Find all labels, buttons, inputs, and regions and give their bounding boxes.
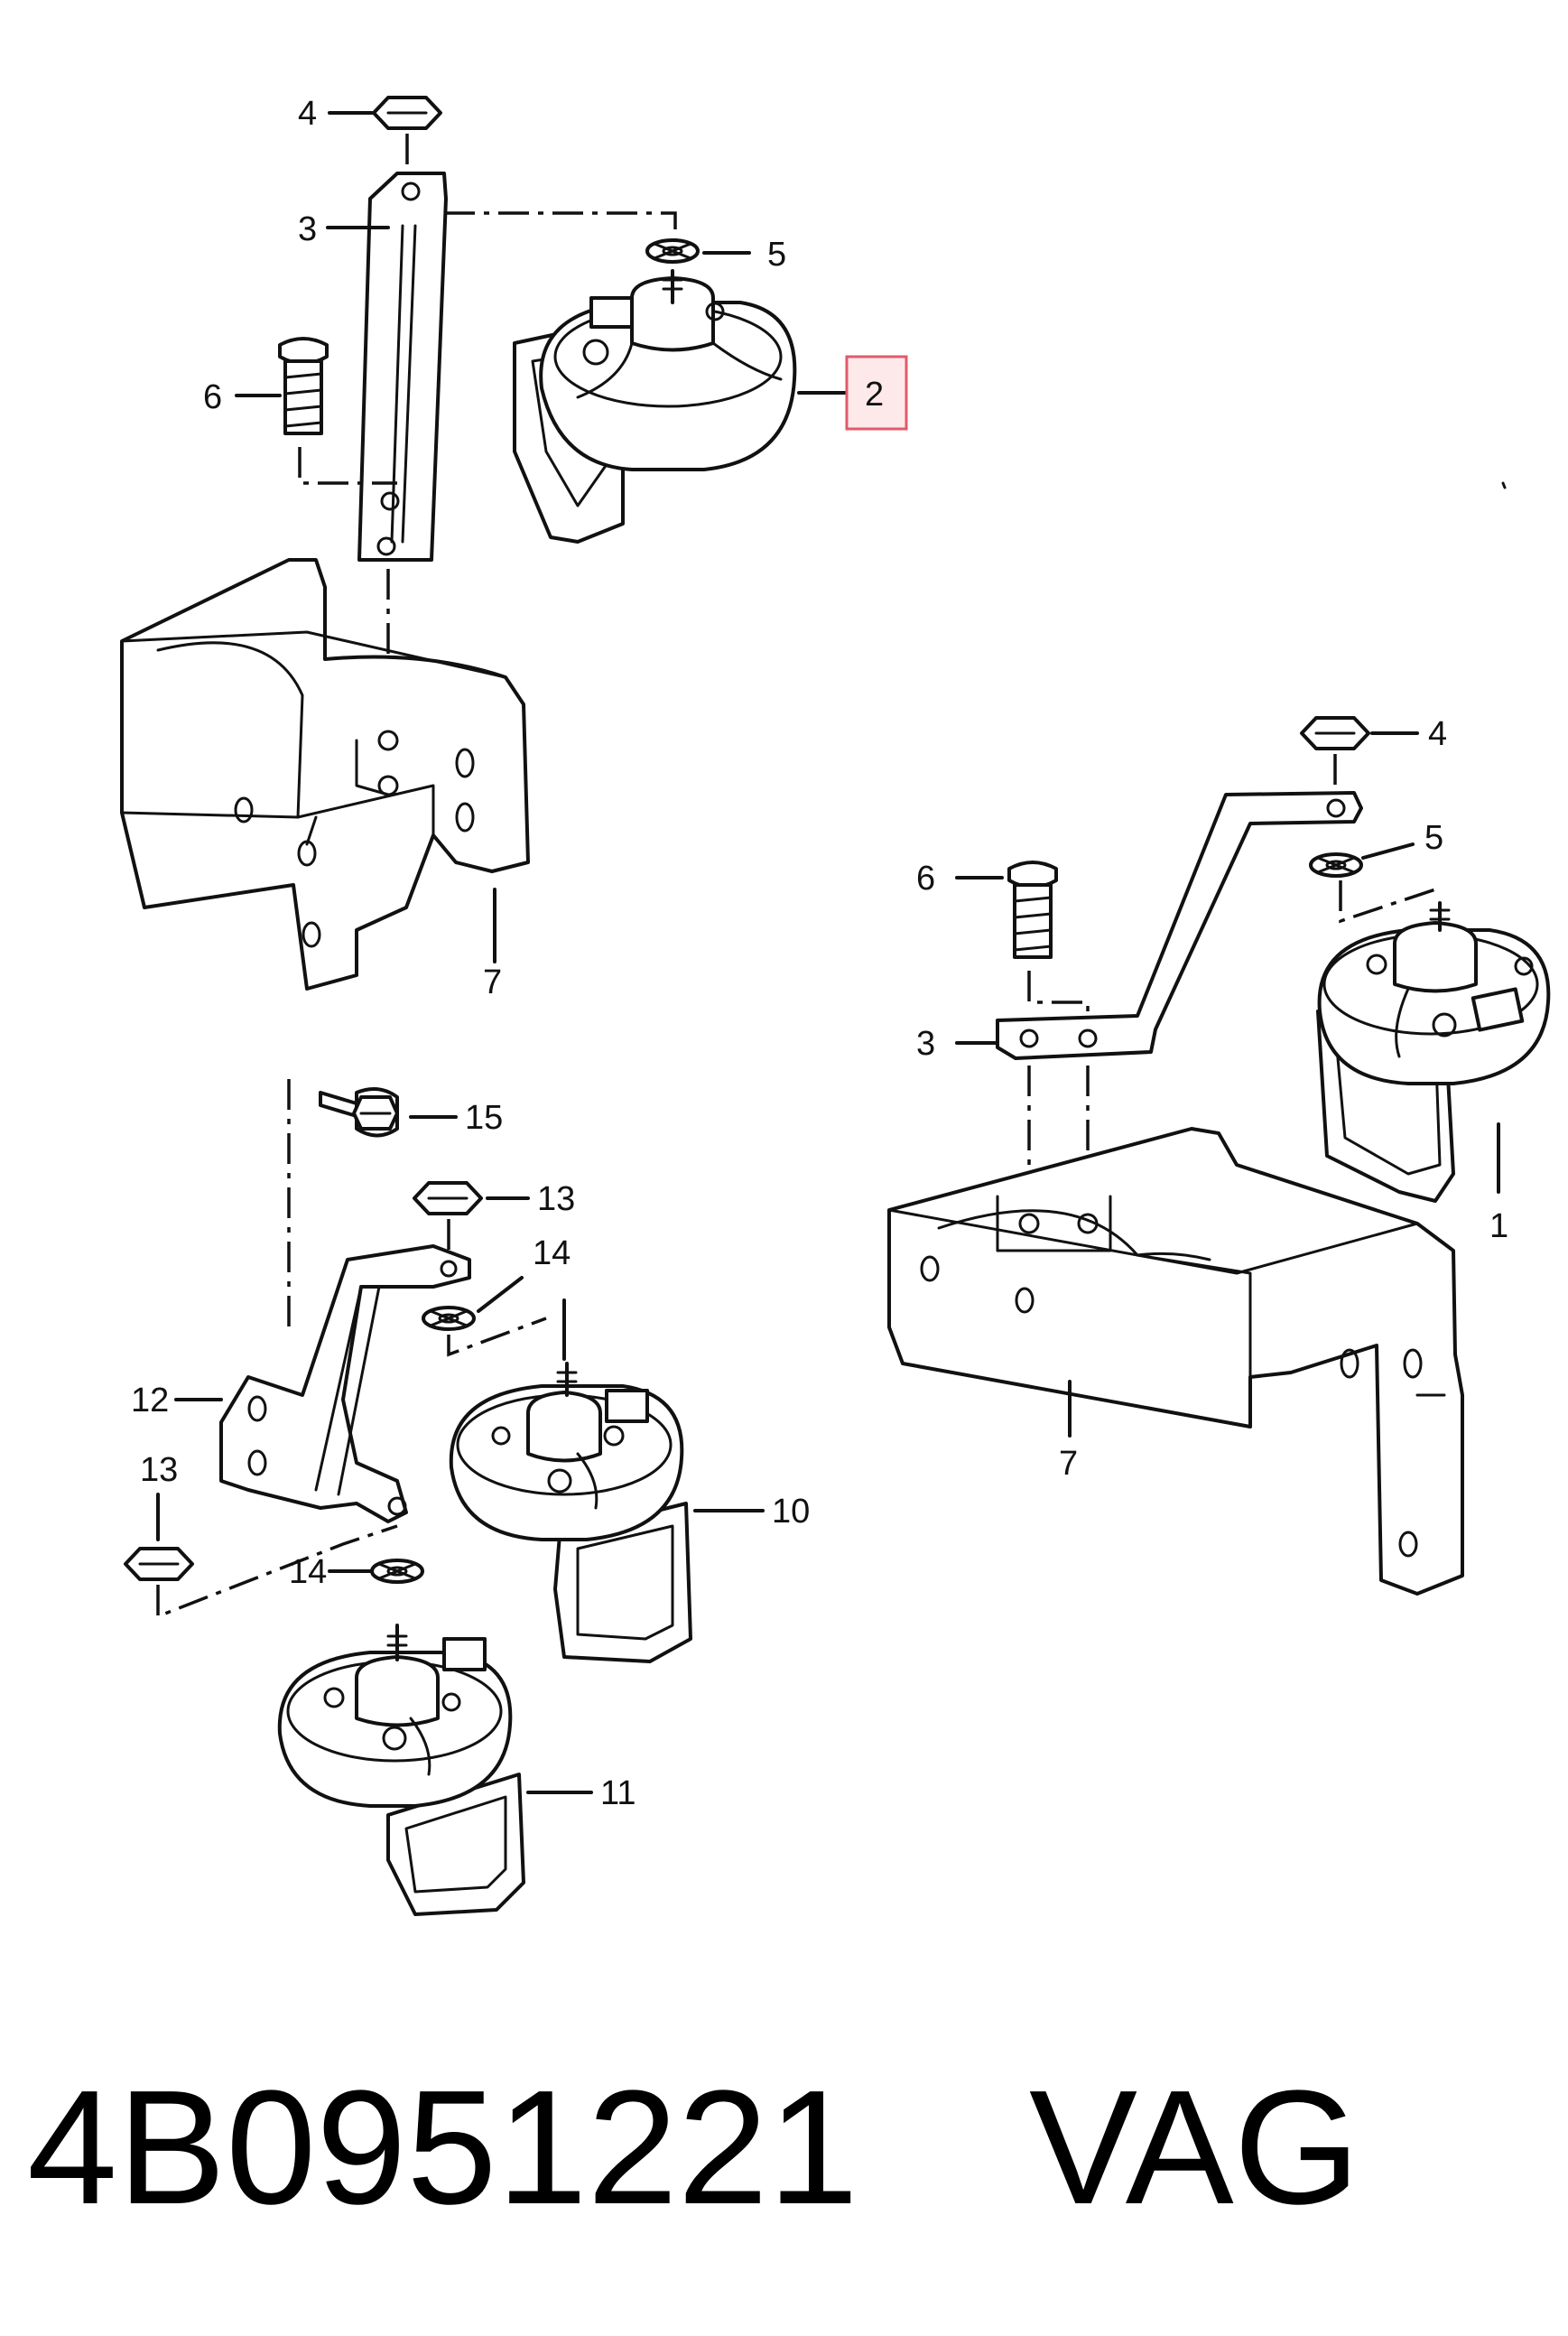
callout-3-right: 3	[916, 1025, 935, 1063]
callout-10-bottom: 10	[772, 1493, 810, 1531]
horn-icon	[449, 1362, 692, 1663]
multi-horn-bracket-icon	[219, 1244, 471, 1523]
assembly-bottom-left: 15 13 14 12	[124, 1079, 810, 1916]
assembly-top-left: 4 3 5 6 2 7	[120, 95, 908, 1001]
highlight-box	[845, 355, 908, 431]
bolt-icon	[278, 337, 329, 435]
callout-14-upper: 14	[533, 1234, 571, 1272]
carrier-bracket-icon	[120, 558, 530, 991]
callout-13-upper: 13	[537, 1180, 575, 1218]
edge-mark	[1501, 481, 1507, 489]
lock-washer-icon	[422, 1306, 476, 1331]
horn-bracket-icon	[996, 791, 1363, 1060]
nut-icon	[1300, 716, 1370, 750]
callout-6-right: 6	[916, 860, 935, 898]
assembly-right: 4 5 6 3	[887, 715, 1551, 1596]
carrier-bracket-icon	[887, 1127, 1464, 1596]
horn-icon	[513, 269, 797, 544]
lock-washer-icon	[370, 1559, 424, 1584]
bolt-icon	[1007, 861, 1058, 959]
lock-washer-icon	[1309, 852, 1363, 878]
screw-icon	[319, 1087, 399, 1138]
brand-name: VAG	[1029, 2057, 1360, 2238]
callout-1-right: 1	[1489, 1207, 1508, 1245]
callout-11-bottom: 11	[600, 1774, 636, 1812]
lock-washer-icon	[645, 238, 700, 264]
nut-icon	[372, 96, 442, 130]
callout-5-right: 5	[1424, 819, 1443, 857]
callout-3-top: 3	[298, 210, 317, 248]
nut-icon	[124, 1547, 194, 1581]
callout-7-top: 7	[483, 963, 502, 1001]
nut-icon	[413, 1181, 483, 1215]
callout-12-bottom: 12	[131, 1382, 169, 1419]
callout-5-top: 5	[767, 236, 786, 274]
callout-6-top: 6	[203, 378, 222, 416]
callout-4-top: 4	[298, 95, 317, 133]
callout-15-bottom: 15	[465, 1099, 503, 1137]
part-number: 4B0951221	[27, 2057, 858, 2238]
callout-13-lower: 13	[140, 1451, 178, 1489]
callout-2-highlighted: 2	[865, 376, 884, 414]
callout-14-lower: 14	[289, 1553, 327, 1591]
horn-icon	[1316, 901, 1551, 1203]
callout-7-right: 7	[1059, 1445, 1078, 1483]
callout-4-right: 4	[1428, 715, 1447, 753]
strap-bracket-icon	[357, 172, 448, 562]
horn-icon	[277, 1624, 525, 1916]
